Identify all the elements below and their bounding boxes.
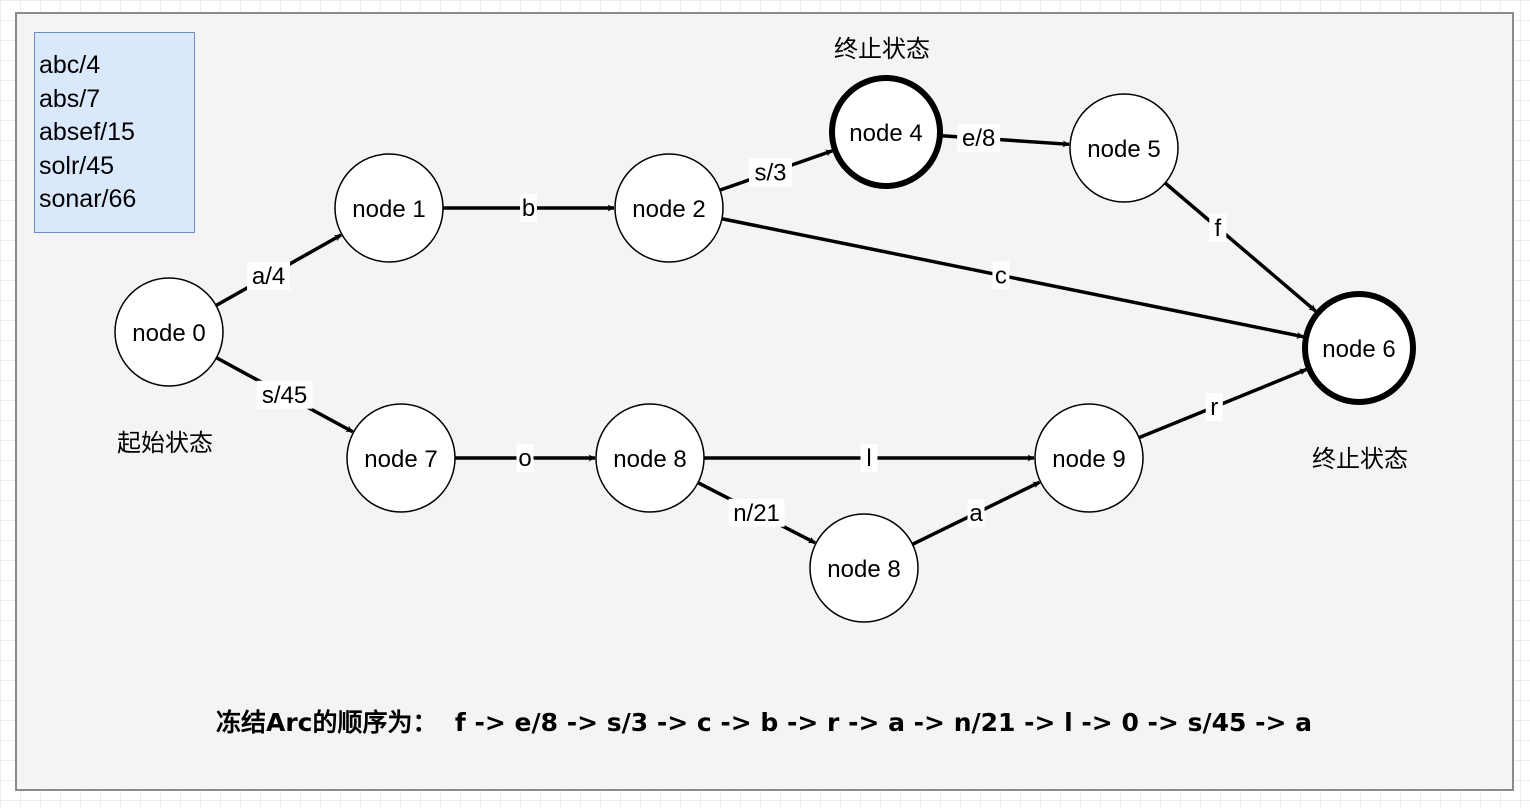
edge-label: s/3 bbox=[754, 159, 786, 186]
edge-n0-n7: s/45 bbox=[215, 356, 354, 434]
state-circle bbox=[334, 153, 444, 263]
edge-label: a bbox=[969, 500, 983, 527]
edge-label: r bbox=[1210, 394, 1218, 421]
word-list-item: sonar/66 bbox=[39, 185, 137, 213]
edge-n0-n1: a/4 bbox=[215, 233, 342, 308]
state-node-label: node 2 bbox=[632, 196, 705, 223]
state-node-label: node 8 bbox=[827, 556, 900, 583]
edge-label-background bbox=[516, 444, 534, 472]
state-node-n8a: node 8 bbox=[595, 403, 705, 513]
edge-n2-n4: s/3 bbox=[719, 149, 833, 192]
state-node-label: node 7 bbox=[364, 446, 437, 473]
state-node-label: node 5 bbox=[1087, 136, 1160, 163]
word-list-item: absef/15 bbox=[39, 118, 135, 146]
state-node-label: node 4 bbox=[849, 120, 922, 147]
edge-label-background bbox=[1205, 392, 1223, 421]
edge-n4-n5: e/8 bbox=[939, 124, 1070, 153]
edge-n5-n6: f bbox=[1163, 181, 1317, 313]
edge-n1-n2: b bbox=[443, 194, 615, 222]
edge-label-background bbox=[247, 261, 291, 290]
state-node-label: node 6 bbox=[1322, 336, 1395, 363]
state-circle bbox=[614, 153, 724, 263]
word-list-item: abc/4 bbox=[39, 51, 101, 79]
word-list-item: solr/45 bbox=[39, 151, 115, 180]
state-node-n7: node 7 bbox=[346, 403, 456, 513]
state-circle bbox=[346, 403, 456, 513]
edge-n8a-n8b: n/21 bbox=[697, 481, 816, 545]
state-node-label: node 8 bbox=[613, 446, 686, 473]
edge-label: n/21 bbox=[733, 500, 780, 527]
state-circle bbox=[1069, 93, 1179, 203]
edge-label: b bbox=[522, 195, 535, 222]
edge-label-background bbox=[860, 444, 878, 472]
edge-label: a/4 bbox=[252, 263, 285, 290]
edge-label: e/8 bbox=[962, 125, 995, 152]
edge-n8a-n9: l bbox=[704, 444, 1035, 472]
edge-n7-n8a: o bbox=[455, 444, 596, 472]
word-list-item: abs/7 bbox=[39, 84, 101, 113]
state-node-n6: node 6 bbox=[1302, 291, 1416, 405]
edge-label: l bbox=[866, 445, 871, 472]
state-circle bbox=[114, 277, 224, 387]
edge-arrow bbox=[1163, 181, 1317, 313]
edge-label-background bbox=[520, 194, 537, 222]
edge-label-background bbox=[967, 499, 985, 528]
edge-arrow bbox=[721, 217, 1304, 339]
final-state-circle bbox=[829, 75, 943, 189]
state-node-label: node 1 bbox=[352, 196, 425, 223]
edge-n8b-n9: a bbox=[911, 480, 1041, 546]
state-node-n5: node 5 bbox=[1069, 93, 1179, 203]
word-list-box: abc/4 abs/7 absef/15 solr/45 sonar/66 bbox=[34, 32, 195, 233]
edge-label: f bbox=[1214, 215, 1221, 242]
edge-label: s/45 bbox=[262, 382, 307, 409]
edge-label-background bbox=[256, 380, 313, 409]
edge-label-background bbox=[992, 261, 1010, 290]
edge-label: c bbox=[995, 262, 1007, 289]
freeze-order-caption: 冻结Arc的顺序为： f -> e/8 -> s/3 -> c -> b -> … bbox=[216, 708, 1312, 737]
edge-label-background bbox=[728, 498, 785, 527]
state-circle bbox=[595, 403, 705, 513]
state-node-n4: node 4 bbox=[829, 75, 943, 189]
state-node-n9: node 9 bbox=[1034, 403, 1144, 513]
state-circle bbox=[1034, 403, 1144, 513]
final-state-circle bbox=[1302, 291, 1416, 405]
state-node-label: node 0 bbox=[132, 320, 205, 347]
state-node-n8b: node 8 bbox=[809, 513, 919, 623]
start-state-label: 起始状态 bbox=[117, 429, 213, 457]
final-state-label-top: 终止状态 bbox=[834, 35, 930, 63]
state-node-label: node 9 bbox=[1052, 446, 1125, 473]
edge-label-background bbox=[957, 124, 1001, 153]
state-circle bbox=[809, 513, 919, 623]
state-node-n0: node 0 bbox=[114, 277, 224, 387]
state-node-n2: node 2 bbox=[614, 153, 724, 263]
edge-label: o bbox=[518, 445, 531, 472]
edge-n2-n6: c bbox=[721, 217, 1304, 339]
state-node-n1: node 1 bbox=[334, 153, 444, 263]
final-state-label-right: 终止状态 bbox=[1312, 445, 1408, 473]
edge-label-background bbox=[748, 158, 792, 187]
edge-n9-n6: r bbox=[1138, 367, 1307, 440]
edge-label-background bbox=[1209, 213, 1227, 242]
